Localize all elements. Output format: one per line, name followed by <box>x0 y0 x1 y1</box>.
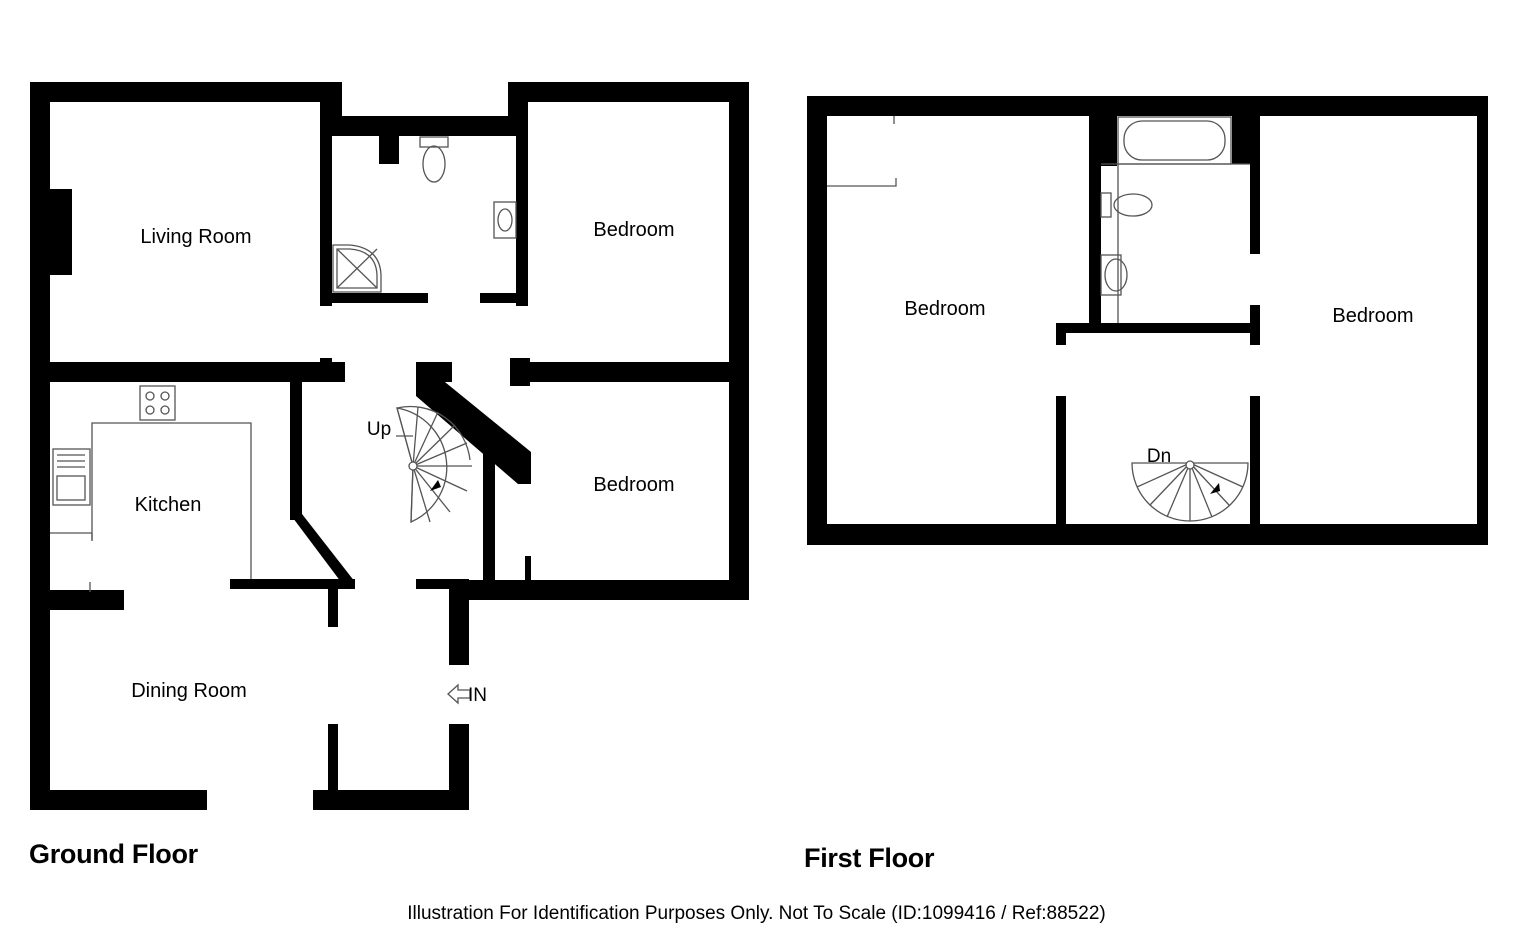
bath-icon <box>1117 116 1232 165</box>
ground-floor-walls <box>30 82 749 810</box>
ground-floor-title: Ground Floor <box>29 839 198 869</box>
toilet-icon <box>419 136 449 183</box>
entrance-arrow-icon <box>447 683 471 705</box>
room-label-dining-room: Dining Room <box>131 680 247 702</box>
ground-floor-fixtures <box>50 136 517 592</box>
disclaimer-text: Illustration For Identification Purposes… <box>407 903 1106 924</box>
room-label-bedroom-1: Bedroom <box>593 219 674 241</box>
room-label-bedroom-left: Bedroom <box>904 298 985 320</box>
stair-arrow-down-icon <box>1210 483 1220 494</box>
spiral-stair-down-icon <box>1131 460 1249 522</box>
shower-icon <box>332 244 382 293</box>
toilet-icon-first-floor <box>1100 192 1153 218</box>
basin-icon <box>493 201 517 239</box>
first-floor-plan: Bedroom Bedroom Dn <box>807 96 1488 545</box>
hob-icon <box>139 385 176 421</box>
room-label-kitchen: Kitchen <box>135 494 202 516</box>
room-label-bedroom-2: Bedroom <box>593 474 674 496</box>
first-floor-fixtures <box>827 116 1250 522</box>
kitchen-sink-icon <box>52 448 91 506</box>
stair-arrow-up-icon <box>430 480 441 491</box>
room-label-living-room: Living Room <box>140 226 251 248</box>
ground-floor-plan: Living Room Bedroom Bedroom Kitchen Dini… <box>30 82 749 810</box>
first-floor-title: First Floor <box>804 843 935 873</box>
spiral-stair-up-icon <box>396 405 472 524</box>
first-floor-walls <box>807 96 1488 545</box>
stairs-down-label: Dn <box>1147 446 1171 467</box>
stairs-up-label: Up <box>367 419 391 440</box>
room-label-bedroom-right: Bedroom <box>1332 305 1413 327</box>
basin-icon-first-floor <box>1100 254 1128 296</box>
entrance-label: IN <box>468 685 487 706</box>
